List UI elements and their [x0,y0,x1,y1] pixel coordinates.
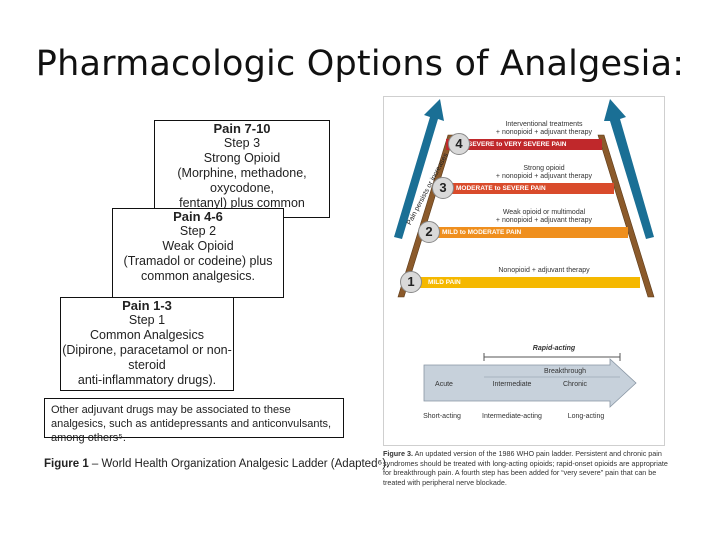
rung-3-number: 3 [432,177,454,199]
ladder-step-1: Pain 1-3 Step 1 Common Analgesics (Dipir… [60,297,234,391]
desc-line: Interventional treatments [505,121,583,128]
desc-line: Nonopioid + adjuvant therapy [498,267,590,274]
rung-2-bar: MILD to MODERATE PAIN [420,227,628,238]
caption-text: – World Health Organization Analgesic La… [88,458,390,470]
duration-short: Short-acting [423,413,461,420]
step-line: Step 1 [128,313,166,327]
figure-1-caption: Figure 1 – World Health Organization Ana… [44,458,389,470]
stage-chronic: Chronic [562,381,588,388]
step-line: (Tramadol or codeine) plus [123,254,273,268]
duration-long: Long-acting [567,413,605,420]
duration-intermediate: Intermediate-acting [482,413,542,420]
stage-acute: Acute [435,381,453,388]
right-rail [597,134,655,298]
rung-1-number: 1 [400,271,422,293]
desc-line: Weak opioid or multimodal [502,209,586,216]
stage-intermediate: Intermediate [492,381,532,388]
page-title: Pharmacologic Options of Analgesia: [35,44,685,84]
step-line: anti-inflammatory drugs). [77,373,217,387]
ladder-step-3: Pain 7-10 Step 3 Strong Opioid (Morphine… [154,120,330,225]
desc-line: + nonopioid + adjuvant therapy [495,217,593,224]
caption-label: Figure 3. [383,449,413,458]
continuum-arrow [423,358,637,408]
rung-3-desc: Strong opioid + nonopioid + adjuvant the… [474,165,614,181]
rung-4-bar: SEVERE to VERY SEVERE PAIN [446,139,602,150]
desc-line: + nonopioid + adjuvant therapy [495,129,593,136]
step-line: common analgesics. [141,269,255,283]
rung-4-number: 4 [448,133,470,155]
rung-3-bar: MODERATE to SEVERE PAIN [434,183,614,194]
step-header: Pain 4-6 [173,209,223,224]
rung-2-desc: Weak opioid or multimodal + nonopioid + … [474,209,614,225]
rung-1-desc: Nonopioid + adjuvant therapy [474,267,614,275]
step-line: Weak Opioid [162,239,234,253]
step-header: Pain 7-10 [213,121,271,136]
rung-2-number: 2 [418,221,440,243]
rung-4-desc: Interventional treatments + nonopioid + … [474,121,614,137]
caption-label: Figure 1 [44,458,89,470]
step-line: (Morphine, methadone, oxycodone, [177,166,307,195]
step-line: (Dipirone, paracetamol or non-steroid [62,343,232,372]
rapid-acting-label: Rapid-acting [532,345,576,352]
desc-line: + nonopioid + adjuvant therapy [495,173,593,180]
caption-text: An updated version of the 1986 WHO pain … [383,449,668,487]
desc-line: Strong opioid [523,165,565,172]
step-line: Step 3 [223,136,261,150]
breakthrough-label: Breakthrough [543,368,587,375]
ladder-step-2: Pain 4-6 Step 2 Weak Opioid (Tramadol or… [112,208,284,298]
rung-1-bar: MILD PAIN [406,277,640,288]
figure-3-caption: Figure 3. An updated version of the 1986… [383,449,668,487]
adjuvant-note: Other adjuvant drugs may be associated t… [44,398,344,444]
step-line: Step 2 [179,224,217,238]
right-arrow-shape [604,99,654,239]
step-line: Strong Opioid [203,151,281,165]
step-line: Common Analgesics [90,328,204,342]
ladder-drawing [394,99,655,408]
updated-ladder-figure: Pain persists or increases Interventiona… [383,96,665,446]
step-header: Pain 1-3 [122,298,172,313]
left-arrow-shape [394,99,444,239]
